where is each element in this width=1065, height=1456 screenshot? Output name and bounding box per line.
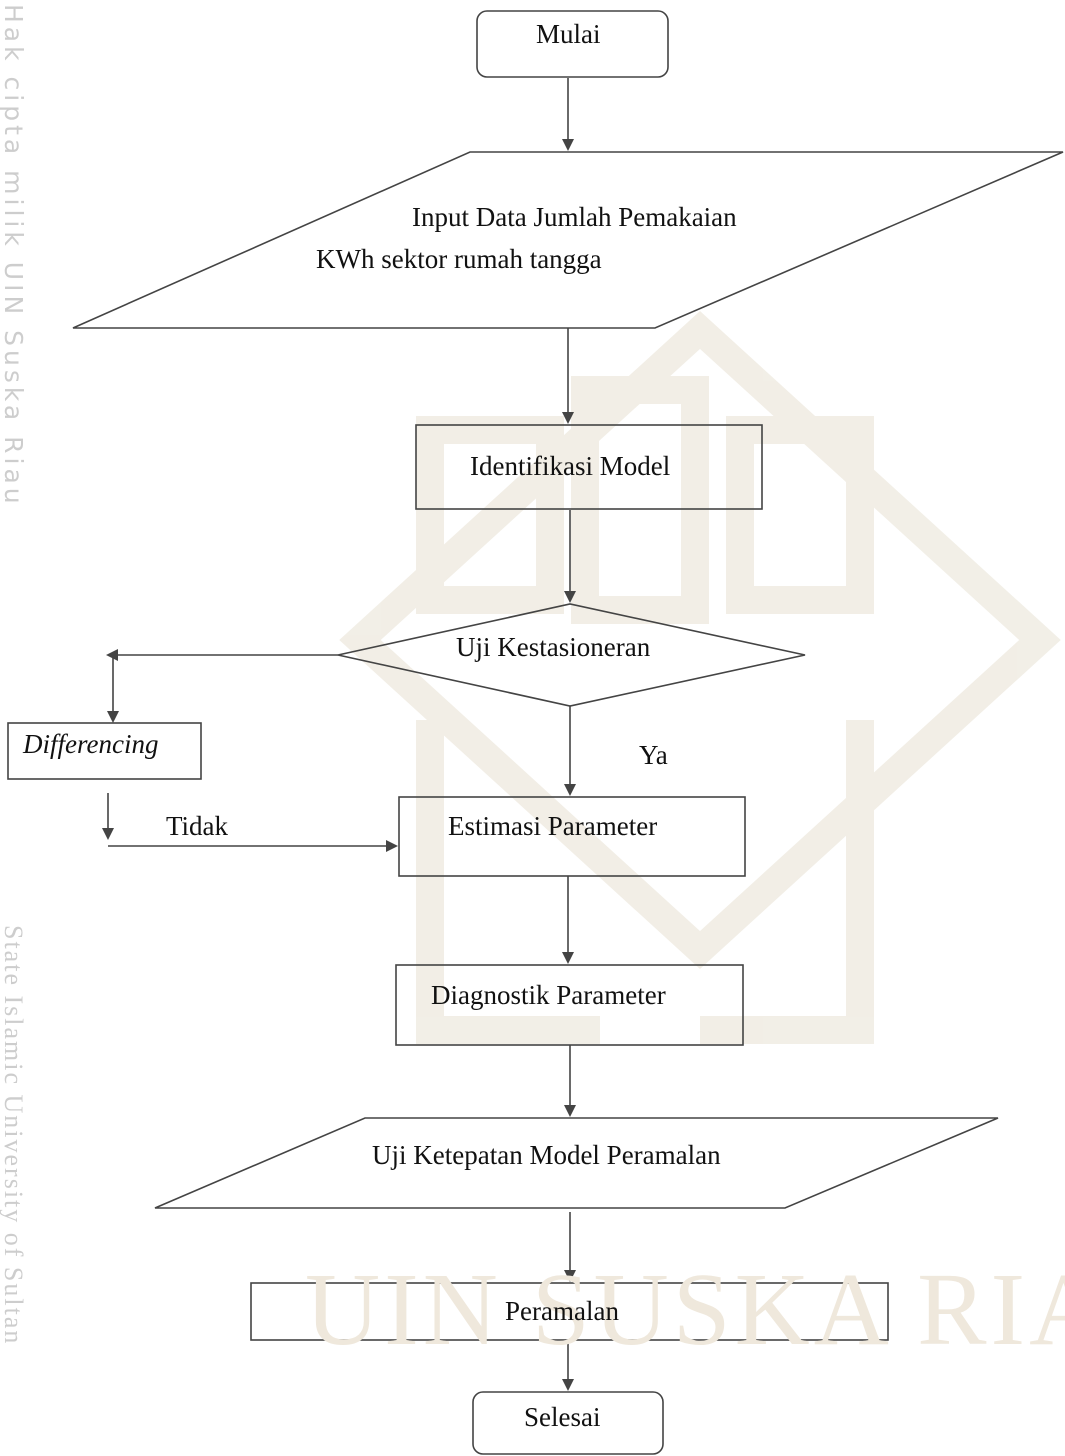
end-terminal (472, 1391, 664, 1455)
diagnostic-label: Diagnostik Parameter (431, 980, 666, 1010)
differencing-label: Differencing (23, 729, 159, 759)
estimate-label: Estimasi Parameter (448, 811, 658, 841)
watermark-logo (339, 311, 1061, 1044)
start-terminal (476, 10, 669, 78)
forecast-label: Peramalan (505, 1296, 619, 1326)
accuracy-shape (154, 1117, 999, 1209)
end-label: Selesai (524, 1402, 601, 1432)
identify-process (415, 424, 763, 510)
differencing-process (7, 722, 202, 780)
accuracy-label: Uji Ketepatan Model Peramalan (372, 1140, 721, 1170)
forecast-process (250, 1282, 889, 1341)
watermark-center: UIN SUSKA RIAU (305, 1252, 1065, 1367)
estimate-process (398, 796, 746, 877)
decision-label: Uji Kestasioneran (456, 632, 651, 662)
input-data-shape (72, 151, 1064, 329)
input-label-line2: KWh sektor rumah tangga (316, 244, 602, 274)
stationarity-decision (337, 603, 806, 707)
identify-label: Identifikasi Model (470, 451, 671, 481)
input-label-line1: Input Data Jumlah Pemakaian (412, 202, 737, 232)
yes-label: Ya (639, 740, 668, 770)
no-label: Tidak (166, 811, 229, 841)
start-label: Mulai (536, 19, 601, 49)
